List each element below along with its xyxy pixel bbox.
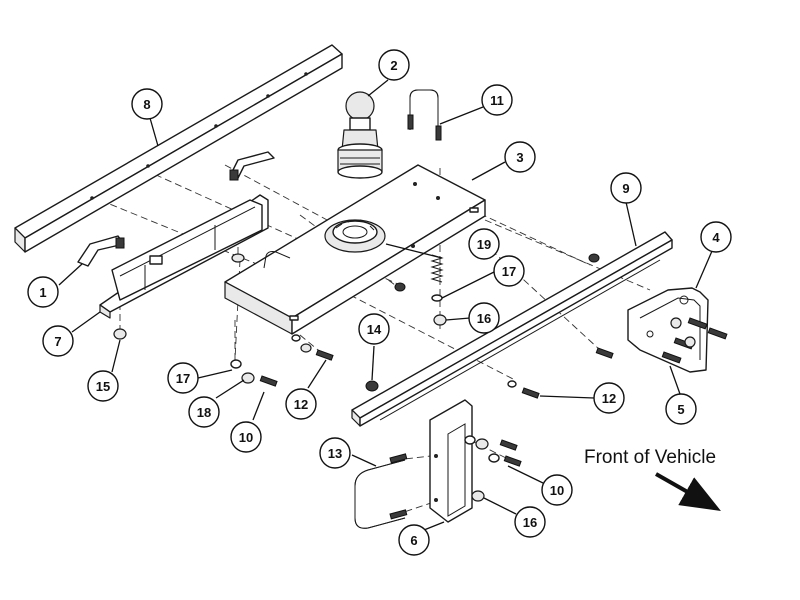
svg-text:1: 1 [39,285,46,300]
callout-16-center: 16 [468,302,500,334]
callout-3: 3 [504,141,536,173]
svg-text:5: 5 [677,402,684,417]
rail-part-8 [14,44,343,253]
callout-12-right: 12 [593,382,625,414]
callout-5: 5 [665,393,697,425]
svg-text:7: 7 [54,334,61,349]
callout-13: 13 [319,437,351,469]
svg-text:16: 16 [477,311,491,326]
callout-19: 19 [468,228,500,260]
callout-1: 1 [27,276,59,308]
svg-text:12: 12 [294,397,308,412]
plug-dark [394,282,406,292]
end-bracket-part-4 [627,287,709,373]
svg-text:18: 18 [197,405,211,420]
front-direction-arrow [655,472,721,511]
spring-part-19 [430,254,444,283]
side-rail-part-7 [99,194,269,319]
callout-9: 9 [610,172,642,204]
hardware-lower-middle [464,435,522,502]
svg-text:10: 10 [239,430,253,445]
svg-text:10: 10 [550,483,564,498]
svg-text:2: 2 [390,58,397,73]
callout-4: 4 [700,221,732,253]
u-bolt-part-13 [354,453,408,529]
svg-text:16: 16 [523,515,537,530]
callout-10-right: 10 [541,474,573,506]
center-platform-part-3 [224,164,486,335]
svg-text:14: 14 [367,322,382,337]
vertical-bracket-part-6 [429,399,473,523]
svg-text:17: 17 [502,264,516,279]
callout-10-left: 10 [230,421,262,453]
callout-16-right: 16 [514,506,546,538]
callout-15: 15 [87,370,119,402]
nut-part-16 [433,314,447,326]
svg-text:3: 3 [516,150,523,165]
clip-bracket [229,151,275,181]
svg-text:19: 19 [477,237,491,252]
hardware-lower-left [113,253,614,399]
rail-part-9 [351,231,673,427]
svg-text:11: 11 [490,93,504,108]
callout-2: 2 [378,49,410,81]
bracket-part-1 [77,235,125,267]
callout-14: 14 [358,313,390,345]
svg-text:13: 13 [328,446,342,461]
callout-leaders [58,79,713,533]
svg-text:12: 12 [602,391,616,406]
svg-text:6: 6 [410,533,417,548]
svg-text:15: 15 [96,379,110,394]
front-of-vehicle-label: Front of Vehicle [584,447,716,468]
callout-7: 7 [42,325,74,357]
svg-text:9: 9 [622,181,629,196]
bolts-part-5 [661,317,728,364]
callout-6: 6 [398,524,430,556]
svg-text:17: 17 [176,371,190,386]
callout-17-center: 17 [493,255,525,287]
u-bolt-part-11 [407,89,442,141]
washer-part-17 [431,294,443,302]
plug-dark-2 [588,253,600,263]
callout-8: 8 [131,88,163,120]
callout-12-left: 12 [285,388,317,420]
svg-text:8: 8 [143,97,150,112]
callout-18: 18 [188,396,220,428]
hitch-ball-part-2 [337,91,383,179]
callout-17-left: 17 [167,362,199,394]
svg-text:4: 4 [712,230,720,245]
callout-11: 11 [481,84,513,116]
